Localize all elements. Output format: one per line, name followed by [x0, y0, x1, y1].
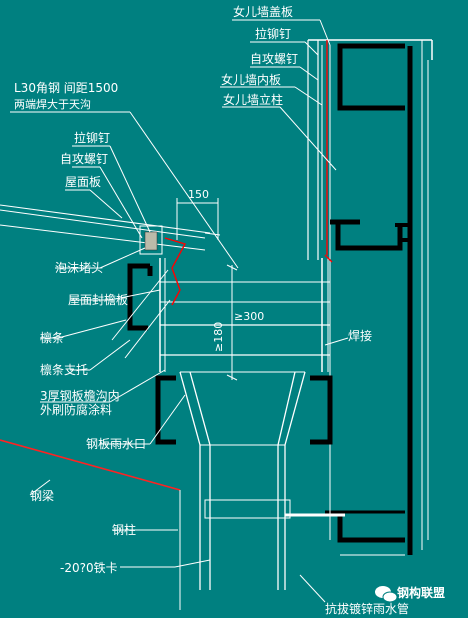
watermark-text: 钢构联盟: [397, 585, 445, 600]
label-roof-panel: 屋面板: [65, 175, 101, 189]
label-steel-beam: 钢梁: [30, 488, 54, 503]
label-gutter-note-1: 3厚钢板檐沟内: [40, 389, 120, 403]
label-drain-outlet: 钢板雨水口: [86, 437, 146, 451]
dimensions: [176, 198, 238, 381]
label-roof-seal: 屋面封檐板: [68, 293, 128, 307]
label-parapet-inner: 女儿墙内板: [221, 72, 281, 87]
dim-180: ≥180: [212, 322, 225, 352]
label-clip: -20?0铁卡: [60, 561, 118, 575]
label-weld: 焊接: [348, 328, 372, 343]
watermark: 钢构联盟: [375, 585, 445, 603]
label-parapet-cover: 女儿墙盖板: [233, 4, 293, 19]
label-steel-column: 钢柱: [112, 522, 136, 537]
dim-150: 150: [188, 188, 209, 201]
roof-assembly: [0, 40, 333, 610]
label-rivet-top: 拉铆钉: [255, 26, 291, 41]
labels: 女儿墙盖板 拉铆钉 自攻螺钉 女儿墙内板 女儿墙立柱 L30角钢 间距1500 …: [14, 4, 409, 616]
wechat-icon: [375, 586, 398, 603]
label-tapping-screw-top: 自攻螺钉: [250, 52, 298, 66]
leader-lines: [10, 19, 349, 603]
label-tapping-screw-left: 自攻螺钉: [60, 152, 108, 166]
label-parapet-column: 女儿墙立柱: [223, 92, 283, 107]
label-rivet-left: 拉铆钉: [74, 130, 110, 145]
label-pipe: 抗拔镀锌雨水管: [325, 601, 409, 616]
label-angle-note: 两端焊大于天沟: [14, 97, 91, 111]
parapet-wall: [307, 39, 433, 556]
label-purlin: 檩条: [40, 330, 64, 345]
label-foam-plug: 泡沫堵头: [55, 261, 103, 275]
dim-300: ≥300: [234, 310, 264, 323]
label-angle-steel: L30角钢 间距1500: [14, 81, 118, 95]
gutter: [155, 258, 345, 590]
label-purlin-support: 檩条支托: [40, 362, 88, 377]
label-gutter-note-2: 外刷防腐涂料: [40, 402, 112, 417]
